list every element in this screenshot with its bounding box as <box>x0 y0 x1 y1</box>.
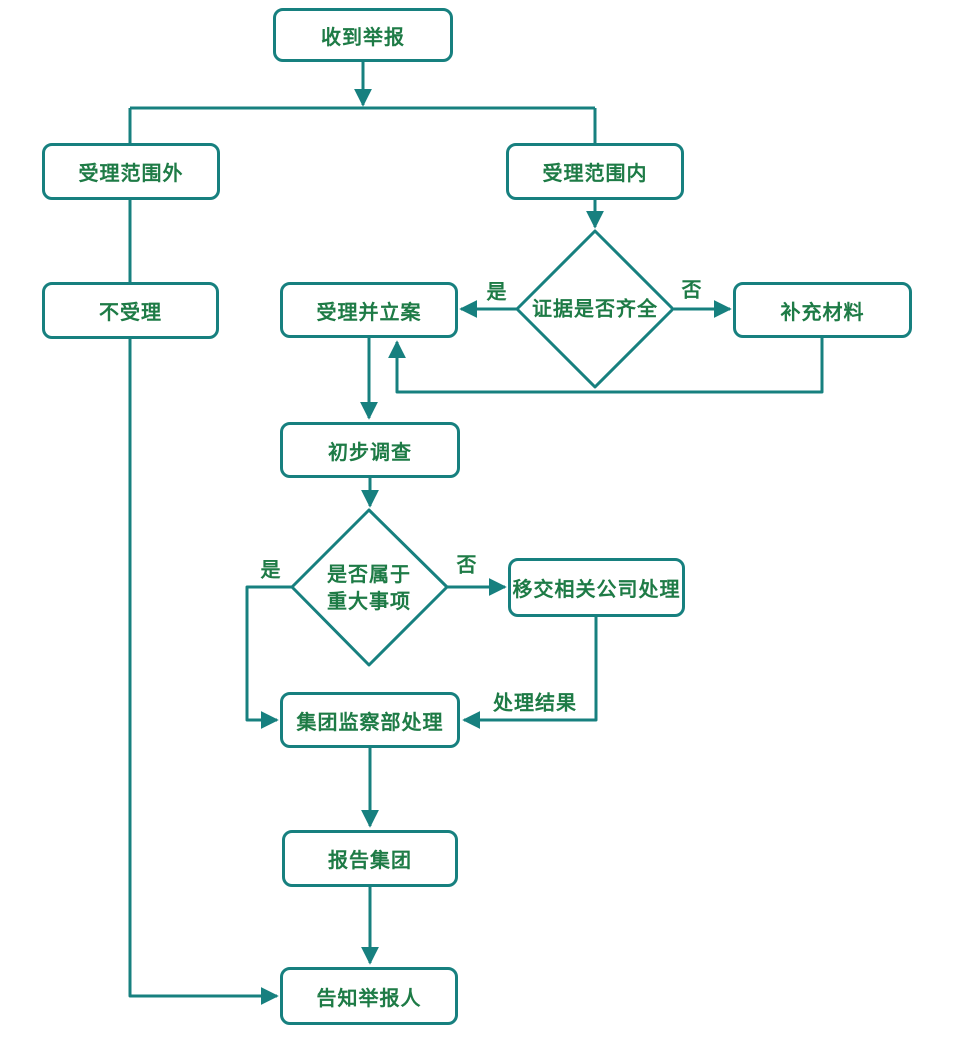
node-not-accepted: 不受理 <box>42 282 219 339</box>
edge-not-accepted-to-inform <box>128 339 279 1005</box>
node-not-accepted-label: 不受理 <box>99 300 162 324</box>
node-out-of-scope-label: 受理范围外 <box>78 161 184 185</box>
edge-major-yes-to-group-dept <box>245 585 292 729</box>
decision-major-matter-label: 是否属于 重大事项 <box>327 562 411 613</box>
edge-transfer-result-to-group-dept <box>462 617 598 729</box>
node-in-scope-label: 受理范围内 <box>542 161 648 185</box>
node-receive-report: 收到举报 <box>273 8 453 62</box>
edge-supplement-feedback-to-accept <box>388 338 824 394</box>
decision-major-matter <box>290 508 449 667</box>
node-receive-report-label: 收到举报 <box>321 24 405 49</box>
node-preliminary-investigation: 初步调查 <box>280 422 460 478</box>
decision-evidence-complete-label: 证据是否齐全 <box>532 296 658 321</box>
decision-evidence-complete <box>515 229 675 389</box>
label-major-no: 否 <box>456 552 478 577</box>
node-inform-reporter: 告知举报人 <box>280 967 458 1025</box>
node-supplement-materials: 补充材料 <box>733 282 912 338</box>
node-inform-reporter-label: 告知举报人 <box>316 985 422 1010</box>
node-transfer-to-company: 移交相关公司处理 <box>508 558 685 617</box>
node-accept-and-file-label: 受理并立案 <box>316 299 422 324</box>
node-report-to-group: 报告集团 <box>282 830 458 887</box>
label-evidence-yes: 是 <box>486 279 508 304</box>
node-in-scope: 受理范围内 <box>506 143 684 200</box>
label-major-yes: 是 <box>260 557 282 582</box>
label-evidence-no: 否 <box>681 277 703 302</box>
node-transfer-to-company-label: 移交相关公司处理 <box>512 577 681 601</box>
node-group-supervision-dept: 集团监察部处理 <box>280 692 460 748</box>
node-preliminary-investigation-label: 初步调查 <box>328 439 412 464</box>
node-supplement-materials-label: 补充材料 <box>780 299 865 324</box>
node-out-of-scope: 受理范围外 <box>42 143 220 200</box>
node-group-supervision-dept-label: 集团监察部处理 <box>296 709 444 734</box>
node-report-to-group-label: 报告集团 <box>328 848 412 872</box>
label-handling-result: 处理结果 <box>493 690 577 715</box>
node-accept-and-file: 受理并立案 <box>280 282 458 338</box>
